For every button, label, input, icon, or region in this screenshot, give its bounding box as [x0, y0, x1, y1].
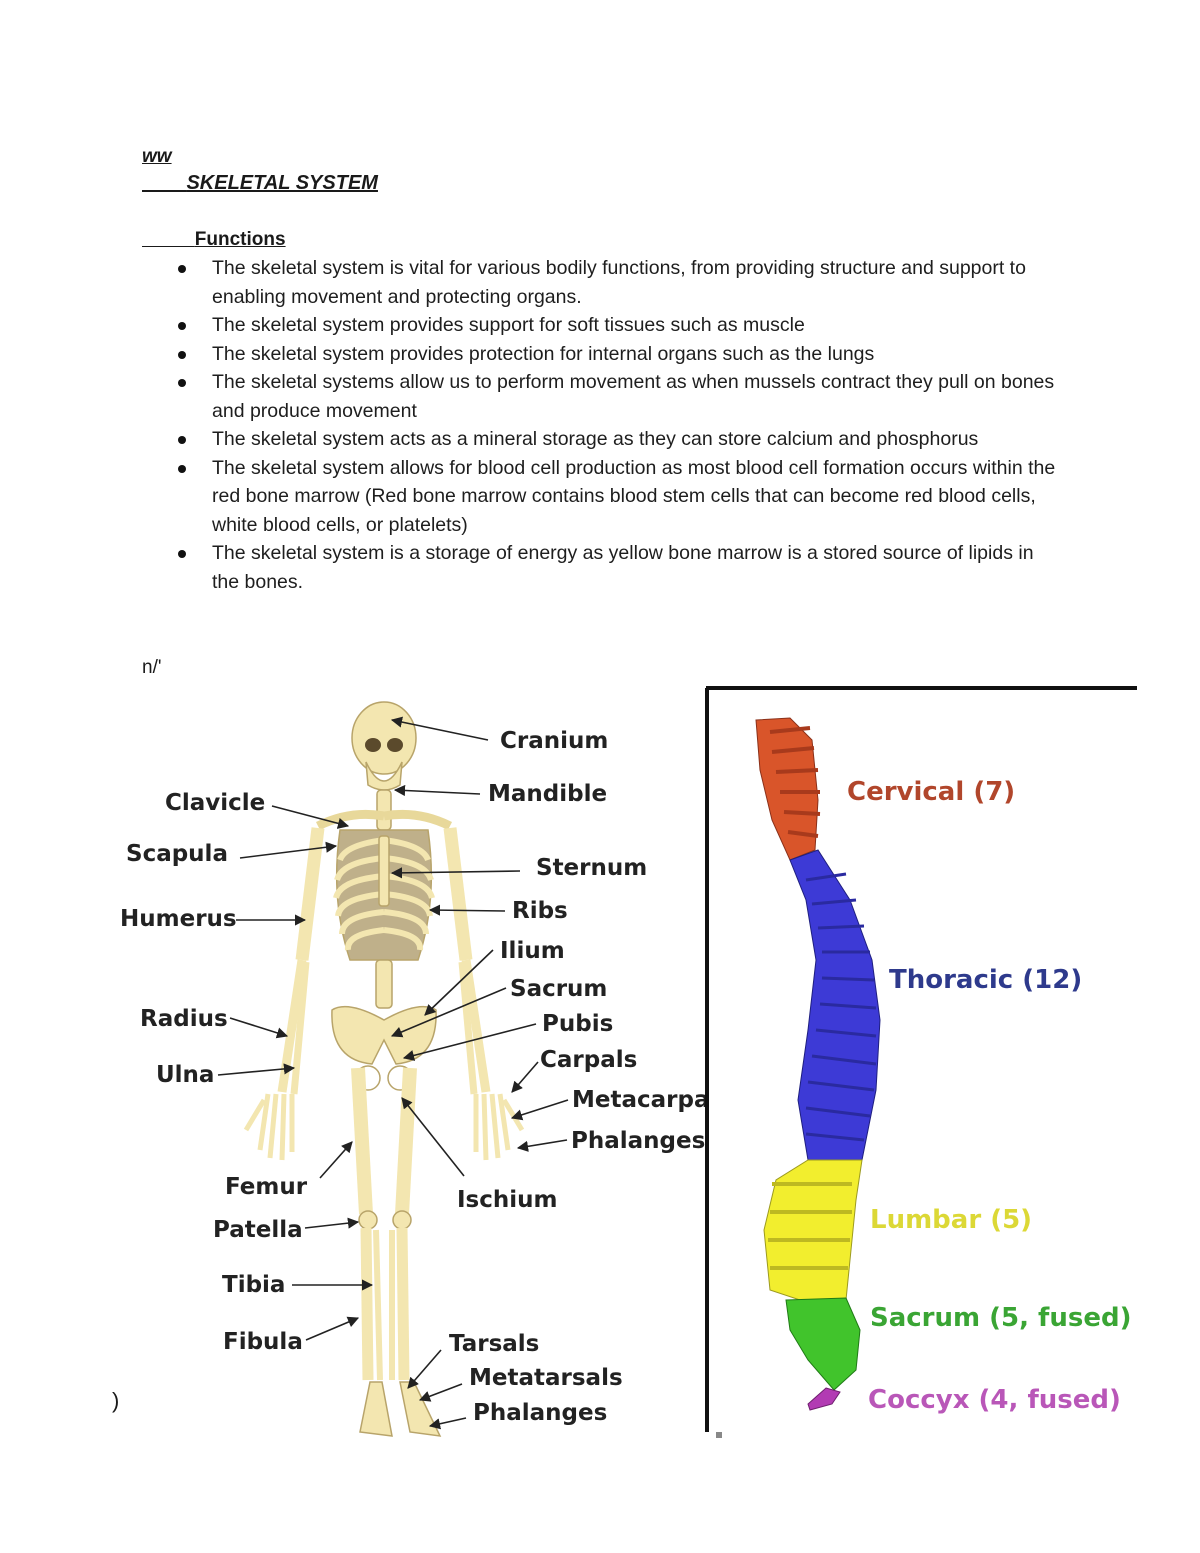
- bullet-icon: [178, 464, 186, 473]
- list-item: The skeletal system allows for blood cel…: [178, 454, 1058, 540]
- header-ww: ww: [142, 146, 172, 167]
- bullet-icon: [178, 379, 186, 387]
- label-clavicle: Clavicle: [165, 790, 265, 816]
- label-radius: Radius: [140, 1006, 228, 1032]
- label-ulna: Ulna: [156, 1062, 214, 1088]
- spine-labels: Cervical (7) Thoracic (12) Lumbar (5) Sa…: [847, 777, 1132, 1415]
- label-metacarpals: Metacarpa: [572, 1087, 709, 1113]
- list-item: The skeletal system provides protection …: [178, 340, 1058, 369]
- label-sacrum-spine: Sacrum (5, fused): [870, 1303, 1132, 1333]
- label-phalanges-hand: Phalanges: [571, 1128, 705, 1154]
- spine-illustration: [755, 717, 881, 1411]
- spine-frame: [705, 686, 1137, 1432]
- list-item-text: The skeletal system provides protection …: [212, 342, 875, 365]
- list-item-text: The skeletal system provides support for…: [212, 314, 805, 336]
- skeleton-illustration: [243, 701, 525, 1437]
- list-item: The skeletal system acts as a mineral st…: [178, 425, 1058, 454]
- skeleton-labels: Cranium Mandible Clavicle Scapula Sternu…: [120, 728, 709, 1426]
- label-fibula: Fibula: [223, 1329, 303, 1355]
- leader-lines: [217, 716, 569, 1430]
- list-item-text: The skeletal system allows for blood cel…: [212, 456, 1056, 536]
- label-cervical: Cervical (7): [847, 777, 1015, 807]
- bullet-icon: [178, 550, 186, 558]
- stray-dot: [716, 1432, 722, 1438]
- label-phalanges-foot: Phalanges: [473, 1400, 607, 1426]
- label-sacrum: Sacrum: [510, 976, 607, 1002]
- label-humerus: Humerus: [120, 906, 237, 932]
- label-mandible: Mandible: [488, 781, 607, 807]
- label-carpals: Carpals: [540, 1047, 637, 1073]
- label-femur: Femur: [225, 1174, 308, 1200]
- list-item: The skeletal system provides support for…: [178, 311, 1058, 340]
- list-item-text: The skeletal system acts as a mineral st…: [212, 428, 979, 450]
- list-item: The skeletal system is a storage of ener…: [178, 539, 1058, 596]
- label-lumbar: Lumbar (5): [870, 1205, 1032, 1235]
- bullet-icon: [178, 322, 186, 330]
- functions-heading-text: Functions: [194, 229, 286, 250]
- list-item: The skeletal system is vital for various…: [178, 254, 1058, 311]
- list-item-text: The skeletal systems allow us to perform…: [212, 371, 1055, 422]
- label-ischium: Ischium: [457, 1187, 557, 1213]
- stray-text: n/': [142, 657, 162, 678]
- label-tibia: Tibia: [222, 1272, 285, 1298]
- page-title-text: SKELETAL SYSTEM: [186, 172, 378, 194]
- bullet-icon: [178, 436, 186, 444]
- label-ilium: Ilium: [500, 938, 565, 964]
- list-item: The skeletal systems allow us to perform…: [178, 368, 1058, 425]
- label-coccyx: Coccyx (4, fused): [868, 1385, 1121, 1415]
- bullet-icon: [178, 265, 186, 273]
- label-scapula: Scapula: [126, 841, 228, 867]
- label-patella: Patella: [213, 1217, 303, 1243]
- label-metatarsals: Metatarsals: [469, 1365, 623, 1391]
- functions-heading: Functions: [142, 229, 286, 251]
- list-item-text: The skeletal system is a storage of ener…: [212, 542, 1034, 593]
- label-tarsals: Tarsals: [449, 1331, 539, 1357]
- label-sternum: Sternum: [536, 855, 647, 881]
- list-item-text: The skeletal system is vital for various…: [212, 257, 1026, 308]
- page-title: SKELETAL SYSTEM: [142, 172, 378, 195]
- label-ribs: Ribs: [512, 898, 568, 924]
- bullet-icon: [178, 350, 186, 359]
- functions-list: The skeletal system is vital for various…: [178, 254, 1058, 596]
- label-pubis: Pubis: [542, 1011, 613, 1037]
- stray-paren: ): [112, 1388, 120, 1413]
- label-cranium: Cranium: [500, 728, 608, 754]
- label-thoracic: Thoracic (12): [889, 965, 1082, 995]
